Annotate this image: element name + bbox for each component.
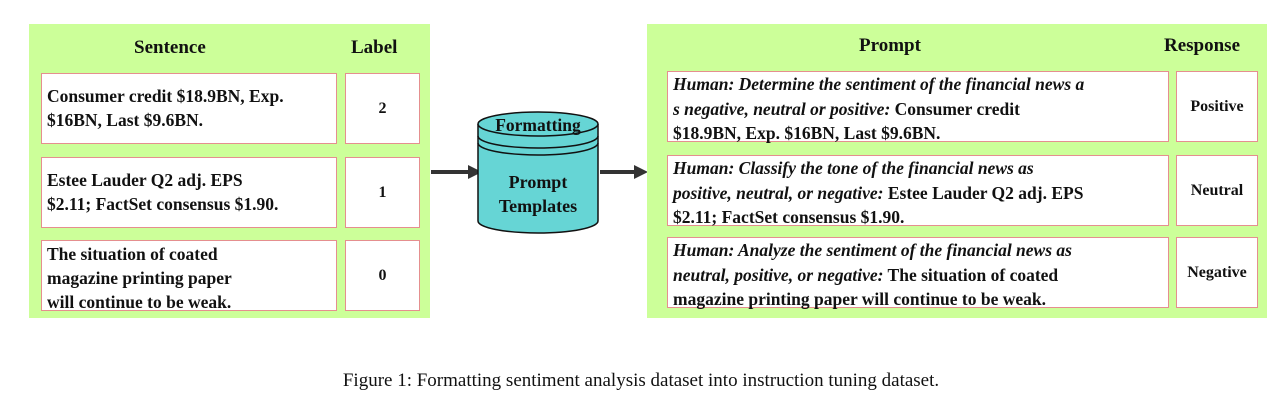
prompt-line: s negative, neutral or positive: Consume…: [673, 97, 1168, 122]
header-label: Label: [351, 37, 398, 58]
prompt-sentence-text: Consumer credit: [890, 98, 1020, 119]
prompt-instruction-text: neutral, positive, or negative:: [673, 264, 884, 285]
sentence-line: will continue to be weak.: [47, 292, 232, 312]
header-sentence: Sentence: [134, 37, 206, 58]
prompt-instruction-text: s negative, neutral or positive:: [673, 98, 891, 119]
prompt-line: Human: Determine the sentiment of the fi…: [673, 72, 1168, 97]
sentence-box-1: Consumer credit $18.9BN, Exp. $16BN, Las…: [41, 73, 337, 144]
prompt-instruction-text: positive, neutral, or negative:: [673, 182, 884, 203]
prompt-sentence-text: The situation of coated: [883, 264, 1059, 285]
response-box-3: Negative: [1176, 237, 1258, 308]
sentence-line: Consumer credit $18.9BN, Exp.: [47, 86, 284, 106]
sentence-box-3: The situation of coated magazine printin…: [41, 240, 337, 312]
sentence-line: Estee Lauder Q2 adj. EPS: [47, 170, 243, 190]
prompt-instruction-text: Human: Classify the tone of the financia…: [673, 158, 1034, 178]
cylinder-body-line1: Prompt: [509, 172, 568, 192]
sentence-line: $16BN, Last $9.6BN.: [47, 110, 204, 130]
database-cylinder-icon: [477, 111, 599, 234]
prompt-box-2: Human: Classify the tone of the financia…: [667, 155, 1169, 227]
arrow-right: [600, 165, 648, 179]
prompt-line: positive, neutral, or negative: Estee La…: [673, 181, 1168, 206]
prompt-line: Human: Classify the tone of the financia…: [673, 156, 1168, 181]
prompt-instruction-text: Human: Determine the sentiment of the fi…: [673, 74, 1085, 94]
prompt-sentence-text: Estee Lauder Q2 adj. EPS: [883, 182, 1084, 203]
prompt-sentence-text: $2.11; FactSet consensus $1.90.: [673, 207, 905, 227]
figure-caption: Figure 1: Formatting sentiment analysis …: [342, 370, 940, 391]
label-box-1: 2: [345, 73, 420, 144]
prompt-line: Human: Analyze the sentiment of the fina…: [673, 238, 1168, 263]
sentence-line: The situation of coated: [47, 244, 218, 264]
prompt-box-3: Human: Analyze the sentiment of the fina…: [667, 237, 1169, 309]
label-box-3: 0: [345, 240, 420, 311]
prompt-box-1: Human: Determine the sentiment of the fi…: [667, 71, 1169, 143]
cylinder-top-label: Formatting: [495, 115, 581, 135]
prompt-line: $2.11; FactSet consensus $1.90.: [673, 205, 1168, 230]
sentence-label-table: Sentence Label Consumer credit $18.9BN, …: [29, 24, 430, 318]
response-box-2: Neutral: [1176, 155, 1258, 226]
sentence-line: magazine printing paper: [47, 268, 232, 288]
sentence-line: $2.11; FactSet consensus $1.90.: [47, 194, 279, 214]
prompt-instruction-text: Human: Analyze the sentiment of the fina…: [673, 240, 1072, 260]
sentence-box-2: Estee Lauder Q2 adj. EPS $2.11; FactSet …: [41, 157, 337, 228]
prompt-response-table: Prompt Response Human: Determine the sen…: [647, 24, 1267, 318]
prompt-line: $18.9BN, Exp. $16BN, Last $9.6BN.: [673, 121, 1168, 146]
response-box-1: Positive: [1176, 71, 1258, 142]
arrow-left: [431, 165, 482, 179]
prompt-sentence-text: $18.9BN, Exp. $16BN, Last $9.6BN.: [673, 123, 941, 143]
cylinder-body-line2: Templates: [499, 196, 577, 216]
header-prompt: Prompt: [859, 35, 921, 56]
prompt-line: magazine printing paper will continue to…: [673, 287, 1168, 312]
prompt-line: neutral, positive, or negative: The situ…: [673, 263, 1168, 288]
label-box-2: 1: [345, 157, 420, 228]
header-response: Response: [1164, 35, 1241, 56]
prompt-sentence-text: magazine printing paper will continue to…: [673, 289, 1047, 309]
